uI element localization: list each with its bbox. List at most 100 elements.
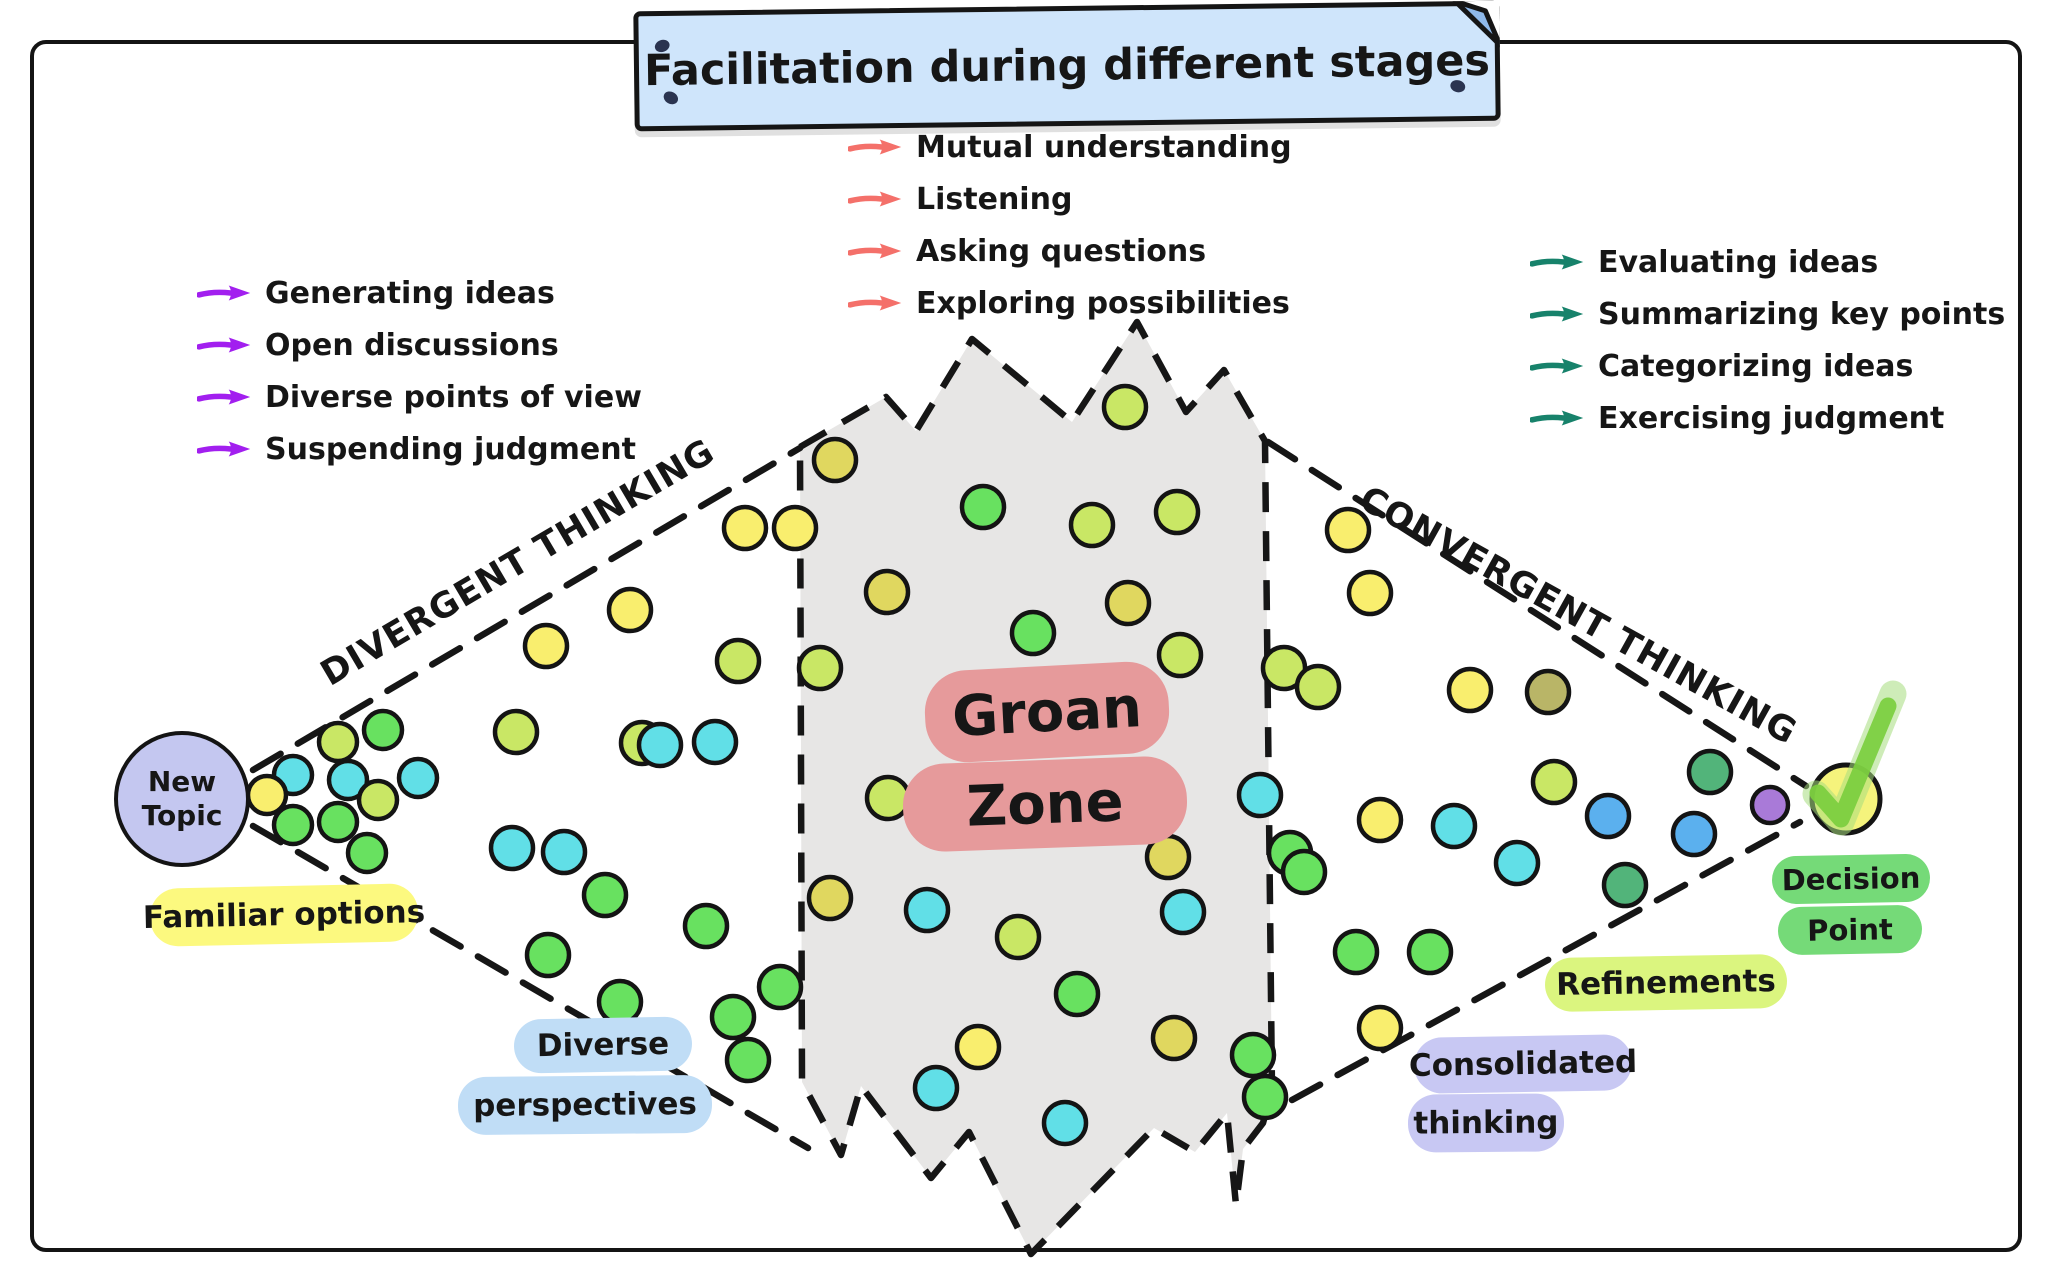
idea-dot: [636, 721, 684, 769]
list-item-label: Summarizing key points: [1598, 296, 2006, 332]
idea-dot: [724, 1036, 772, 1084]
arrow-icon: [848, 191, 902, 207]
idea-dot: [811, 436, 859, 484]
idea-dot: [959, 483, 1007, 531]
idea-dot: [581, 871, 629, 919]
familiar-options-label: Familiar options: [143, 883, 425, 947]
thinking-text: thinking: [1413, 1104, 1559, 1142]
arrow-icon: [1530, 306, 1584, 322]
list-item-label: Diverse points of view: [265, 379, 642, 415]
idea-dot: [1749, 784, 1791, 826]
list-item-label: Evaluating ideas: [1598, 244, 1879, 280]
list-item-label: Listening: [916, 181, 1073, 217]
idea-dot: [492, 708, 540, 756]
idea-dot: [796, 644, 844, 692]
arrow-icon: [1530, 410, 1584, 426]
list-item-label: Mutual understanding: [916, 129, 1292, 165]
perspectives-text: perspectives: [473, 1086, 697, 1124]
list-item: Categorizing ideas: [1530, 340, 2005, 392]
arrow-icon: [197, 441, 251, 457]
idea-dot: [1068, 501, 1116, 549]
list-item: Summarizing key points: [1530, 288, 2005, 340]
point-text: Point: [1806, 912, 1894, 948]
list-item: Mutual understanding: [848, 121, 1292, 173]
list-item: Exploring possibilities: [848, 277, 1292, 329]
idea-dot: [1159, 888, 1207, 936]
arrow-icon: [1530, 358, 1584, 374]
consolidated-thinking-label-line2: thinking: [1407, 1093, 1565, 1153]
list-item: Suspending judgment: [197, 423, 642, 475]
title-banner: Facilitation during different stages: [633, 0, 1501, 132]
idea-dot: [1324, 506, 1372, 554]
groan-text: Groan: [950, 674, 1144, 750]
idea-dot: [1346, 569, 1394, 617]
diverse-text: Diverse: [536, 1025, 670, 1065]
idea-dot: [863, 568, 911, 616]
idea-dot: [709, 993, 757, 1041]
arrow-icon: [848, 295, 902, 311]
idea-dot: [1009, 609, 1057, 657]
idea-dot: [714, 637, 762, 685]
idea-dot: [1493, 839, 1541, 887]
list-item: Diverse points of view: [197, 371, 642, 423]
idea-dot: [1294, 663, 1342, 711]
consolidated-thinking-label-line1: Consolidated: [1409, 1034, 1637, 1094]
idea-dot: [1446, 666, 1494, 714]
list-item-label: Exploring possibilities: [916, 285, 1290, 321]
divergent-techniques-list: Generating ideas Open discussions Divers…: [197, 267, 642, 475]
idea-dot: [721, 504, 769, 552]
page-title: Facilitation during different stages: [643, 35, 1491, 97]
idea-dot: [806, 874, 854, 922]
checkmark-icon: [1809, 697, 1897, 828]
list-item-label: Generating ideas: [265, 275, 555, 311]
new-topic-node: New Topic: [114, 731, 250, 867]
new-topic-line2: Topic: [141, 799, 223, 832]
idea-dot: [356, 778, 400, 822]
idea-dot: [488, 824, 536, 872]
idea-dot: [1156, 631, 1204, 679]
divergent-upper-boundary: [249, 444, 804, 774]
arrow-icon: [848, 243, 902, 259]
diverse-perspectives-label-line1: Diverse: [513, 1016, 693, 1074]
idea-dot: [522, 622, 570, 670]
idea-dot: [1584, 792, 1632, 840]
convergent-techniques-list: Evaluating ideas Summarizing key points …: [1530, 236, 2005, 444]
idea-dot: [271, 803, 315, 847]
idea-dot: [606, 586, 654, 634]
idea-dot: [326, 758, 370, 802]
groan-zone-label-line1: Groan: [922, 659, 1172, 765]
arrow-icon: [197, 389, 251, 405]
idea-dot: [361, 708, 405, 752]
idea-dot: [540, 828, 588, 876]
idea-dot: [396, 756, 440, 800]
idea-dot: [912, 1064, 960, 1112]
refinements-label: Refinements: [1544, 953, 1788, 1013]
arrow-icon: [1530, 254, 1584, 270]
idea-dot: [1241, 1073, 1289, 1121]
idea-dot: [1236, 771, 1284, 819]
list-item-label: Categorizing ideas: [1598, 348, 1914, 384]
list-item: Asking questions: [848, 225, 1292, 277]
idea-dot: [1601, 861, 1649, 909]
zone-text: Zone: [965, 768, 1125, 840]
groan-zone-techniques-list: Mutual understanding Listening Asking qu…: [848, 121, 1292, 329]
idea-dot: [524, 931, 572, 979]
idea-dot: [316, 800, 360, 844]
idea-dot: [691, 718, 739, 766]
convergent-lower-boundary: [1288, 818, 1804, 1104]
arrow-icon: [197, 337, 251, 353]
idea-dot: [1356, 1004, 1404, 1052]
idea-dot: [1530, 758, 1578, 806]
arrow-icon: [848, 139, 902, 155]
decision-text: Decision: [1781, 860, 1921, 898]
idea-dot: [1041, 1099, 1089, 1147]
idea-dot: [1229, 1031, 1277, 1079]
idea-dot: [1430, 802, 1478, 850]
idea-dot: [316, 720, 360, 764]
familiar-options-text: Familiar options: [142, 894, 426, 936]
list-item-label: Asking questions: [916, 233, 1207, 269]
corner-fold-icon: [1452, 0, 1500, 48]
list-item-label: Exercising judgment: [1598, 400, 1945, 436]
